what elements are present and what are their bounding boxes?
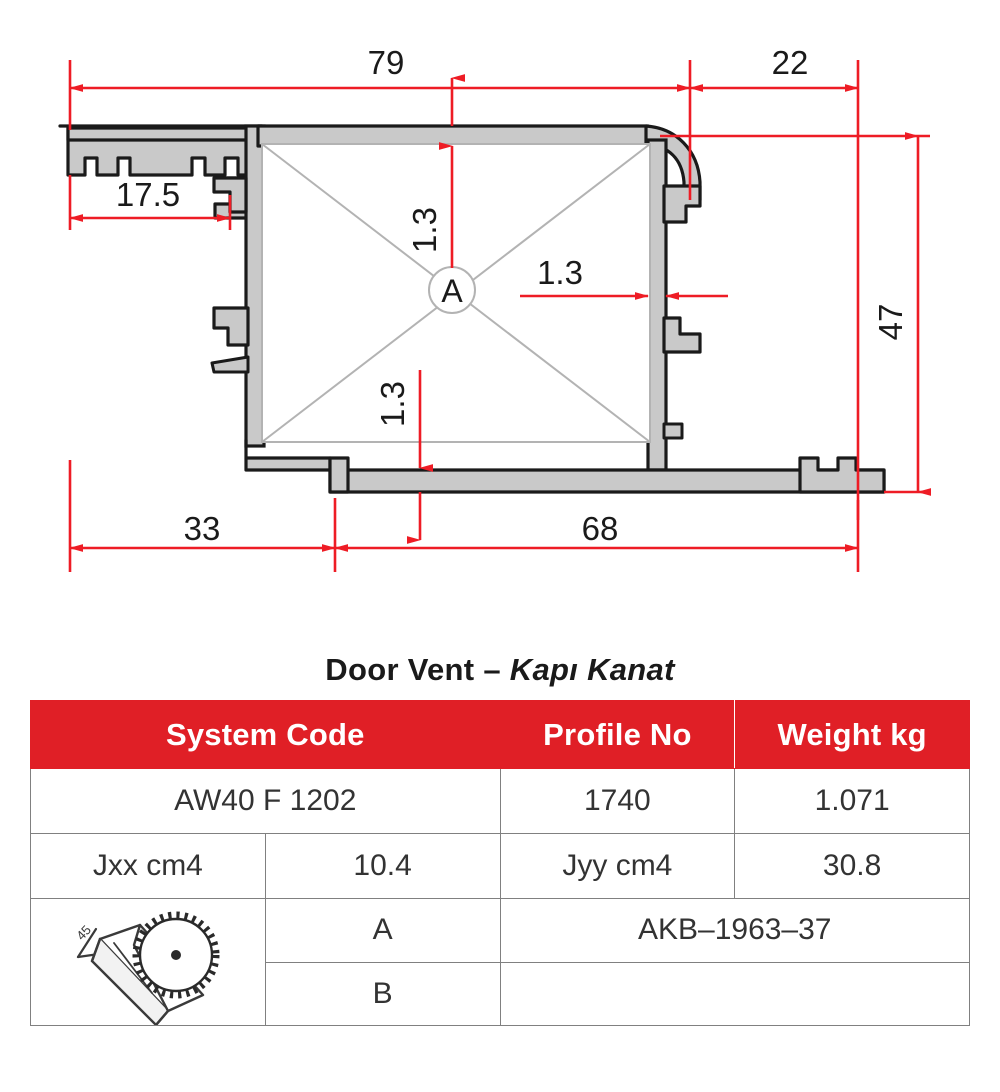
dim-label-17-5: 17.5 (116, 176, 180, 213)
table-row-spec: AW40 F 1202 1740 1.071 (30, 768, 970, 834)
dimension-labels: 79 22 17.5 1.3 1.3 1.3 47 33 68 (116, 44, 909, 547)
cell-jxx-label: Jxx cm4 (30, 833, 266, 899)
dim-label-1-3-top: 1.3 (406, 207, 443, 253)
cell-miter-cut-icon: 45 (30, 898, 266, 1026)
cell-jyy-value: 30.8 (734, 833, 970, 899)
header-row: System Code Profile No Weight kg (30, 700, 970, 769)
dim-label-22: 22 (772, 44, 809, 81)
right-lug-lower (662, 422, 684, 440)
dim-label-33: 33 (184, 510, 221, 547)
profile-cross-section-svg: A (58, 44, 931, 572)
title-separator: – (474, 652, 510, 687)
header-weight-kg: Weight kg (734, 700, 970, 769)
detail-marker-a: A (428, 266, 476, 314)
header-profile-no: Profile No (499, 700, 736, 769)
table-row-inertia: Jxx cm4 10.4 Jyy cm4 30.8 (30, 833, 970, 899)
dim-label-47: 47 (872, 304, 909, 341)
bottom-right-groove (798, 456, 886, 494)
left-gasket-hook-upper (212, 306, 250, 347)
table-body: AW40 F 1202 1740 1.071 Jxx cm4 10.4 Jyy … (30, 768, 970, 1026)
left-upper-web (66, 126, 260, 142)
cell-jxx-value: 10.4 (264, 833, 501, 899)
cell-value-a: AKB–1963–37 (499, 898, 970, 963)
specification-table: System Code Profile No Weight kg AW40 F … (30, 700, 970, 1026)
svg-text:45: 45 (73, 922, 94, 943)
cell-label-b: B (264, 961, 501, 1026)
dim-label-79: 79 (368, 44, 405, 81)
detail-letter: A (441, 273, 463, 309)
cell-value-b (499, 961, 970, 1026)
dim-label-1-3-bottom: 1.3 (374, 381, 411, 427)
page-title: Door Vent – Kapı Kanat (0, 652, 1000, 688)
cell-weight: 1.071 (734, 768, 970, 834)
cell-jyy-label: Jyy cm4 (499, 833, 736, 899)
header-system-code: System Code (30, 700, 501, 769)
table-row-accessory-b: B (31, 961, 970, 1026)
miter-saw-45-icon: 45 (73, 911, 220, 1025)
right-hook-mid (662, 316, 702, 354)
title-translation: Kapı Kanat (509, 652, 675, 687)
saw-blade (132, 911, 220, 999)
right-hook-upper (662, 184, 702, 224)
cell-profile-no: 1740 (499, 768, 736, 834)
table-row-accessory-a: 45 (30, 898, 970, 1026)
profile-drawing: A (58, 44, 931, 572)
cell-label-a: A (264, 898, 501, 963)
bottom-left-return (328, 456, 350, 494)
left-gasket-lip-lower (210, 355, 250, 374)
cell-system-code: AW40 F 1202 (30, 768, 501, 834)
title-main: Door Vent (325, 652, 475, 687)
dim-label-1-3-right: 1.3 (537, 254, 583, 291)
dim-label-68: 68 (582, 510, 619, 547)
dimension-lines (68, 60, 931, 572)
table-header: System Code Profile No Weight kg (30, 700, 970, 769)
